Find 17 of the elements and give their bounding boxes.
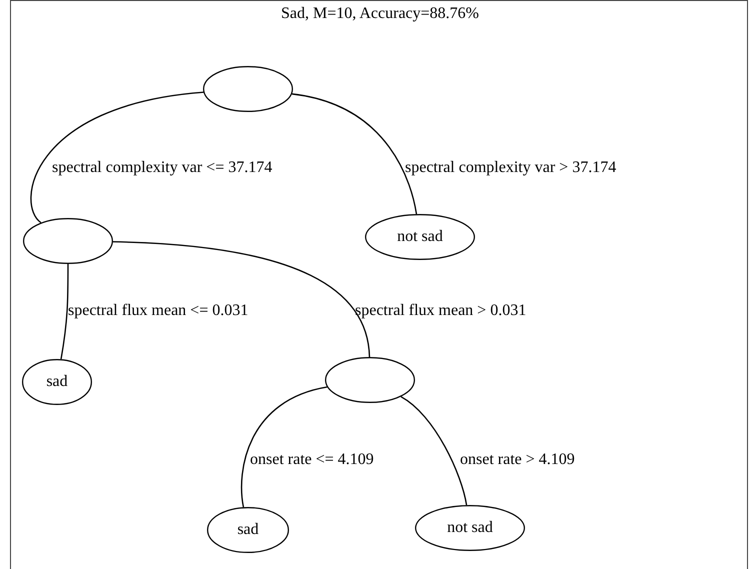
- edge-label: spectral complexity var > 37.174: [405, 159, 616, 177]
- tree-branch-line: [60, 264, 69, 360]
- tree-branch-line: [400, 396, 468, 506]
- tree-branch-line: [112, 241, 370, 358]
- edge-label: onset rate > 4.109: [460, 451, 575, 469]
- diagram-title: Sad, M=10, Accuracy=88.76%: [280, 5, 480, 23]
- edge-label: spectral complexity var <= 37.174: [52, 159, 272, 177]
- node-label: not sad: [447, 519, 493, 537]
- edge-label: onset rate <= 4.109: [250, 451, 374, 469]
- tree-branch-line: [240, 386, 328, 508]
- node-label: not sad: [397, 228, 443, 246]
- edge-label: spectral flux mean <= 0.031: [68, 302, 248, 320]
- edge-label: spectral flux mean > 0.031: [355, 302, 526, 320]
- node-label: sad: [237, 521, 259, 539]
- node-label: sad: [46, 373, 68, 391]
- tree-branch-line: [292, 93, 418, 214]
- tree-branch-line: [30, 92, 204, 224]
